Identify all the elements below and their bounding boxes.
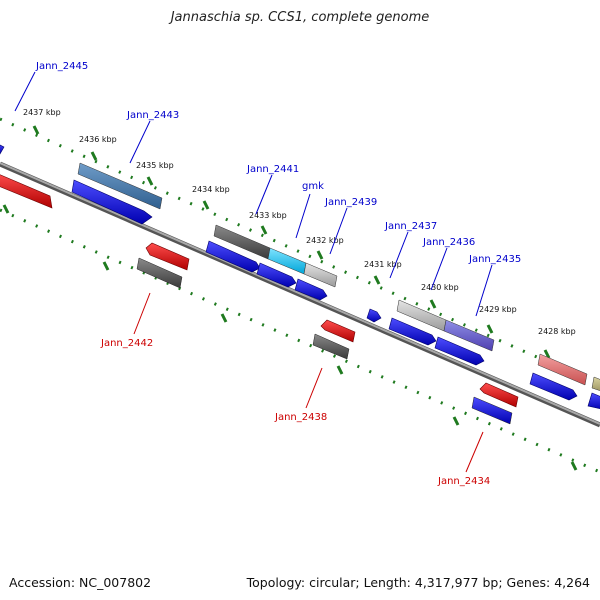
reverse-label-leaders bbox=[133, 292, 484, 473]
cds-forward-arrow[interactable] bbox=[529, 372, 578, 401]
gene-label-forward[interactable]: Jann_2445 bbox=[35, 61, 88, 72]
outer-tick-track bbox=[0, 117, 600, 387]
kbp-label: 2430 kbp bbox=[421, 283, 459, 292]
cds-forward-arrow[interactable] bbox=[205, 240, 261, 273]
gene-bar-jann-2439[interactable] bbox=[303, 262, 338, 288]
gene-label-forward[interactable]: Jann_2435 bbox=[468, 254, 521, 265]
kbp-label: 2434 kbp bbox=[192, 185, 230, 194]
gene-label-reverse[interactable]: Jann_2434 bbox=[437, 476, 490, 487]
inner-tick-track bbox=[0, 208, 600, 474]
gene-label-forward[interactable]: Jann_2439 bbox=[324, 197, 377, 208]
cds-forward-arrow[interactable] bbox=[0, 143, 5, 155]
gene-label-forward[interactable]: Jann_2437 bbox=[384, 221, 437, 232]
topology-text: Topology: circular; Length: 4,317,977 bp… bbox=[246, 575, 590, 590]
cds-forward-arrow[interactable] bbox=[434, 336, 485, 366]
kbp-major-ticks bbox=[2, 125, 578, 471]
gene-label-forward[interactable]: Jann_2436 bbox=[422, 237, 475, 248]
gene-bar-jann-2443[interactable] bbox=[77, 162, 163, 210]
cds-reverse-arrow[interactable] bbox=[479, 382, 519, 408]
map-title: Jannaschia sp. CCS1, complete genome bbox=[170, 10, 430, 25]
gene-label-forward[interactable]: gmk bbox=[302, 181, 324, 192]
cds-forward-arrow[interactable] bbox=[388, 317, 437, 346]
genome-backbone bbox=[0, 161, 600, 428]
cds-reverse-arrow[interactable] bbox=[0, 173, 53, 209]
cds-forward-arrow[interactable] bbox=[256, 262, 297, 288]
cds-forward-arrow[interactable] bbox=[366, 308, 382, 323]
gene-bar-jann-2434[interactable] bbox=[471, 396, 513, 425]
reverse-gene-features bbox=[136, 257, 513, 425]
kbp-label: 2437 kbp bbox=[23, 108, 61, 117]
kbp-label: 2435 kbp bbox=[136, 161, 174, 170]
gene-bar-jann-2438[interactable] bbox=[312, 333, 350, 360]
forward-gene-features bbox=[77, 162, 600, 392]
cds-forward-arrow[interactable] bbox=[71, 179, 153, 225]
gene-bar-jann-2436[interactable] bbox=[443, 319, 495, 352]
kbp-label: 2429 kbp bbox=[479, 305, 517, 314]
accession-text: Accession: NC_007802 bbox=[9, 575, 152, 590]
kbp-label: 2433 kbp bbox=[249, 211, 287, 220]
forward-label-leaders bbox=[14, 71, 493, 317]
gene-bar-edge[interactable] bbox=[591, 376, 600, 392]
kbp-label: 2432 kbp bbox=[306, 236, 344, 245]
gene-bar-jann-2442[interactable] bbox=[136, 257, 183, 289]
gene-label-forward[interactable]: Jann_2441 bbox=[246, 164, 299, 175]
gene-label-reverse[interactable]: Jann_2438 bbox=[274, 412, 327, 423]
cds-forward-arrow[interactable] bbox=[294, 278, 328, 301]
kbp-label: 2436 kbp bbox=[79, 135, 117, 144]
forward-cds-features bbox=[0, 143, 600, 410]
gene-label-forward[interactable]: Jann_2443 bbox=[126, 110, 179, 121]
reverse-cds-features bbox=[0, 173, 519, 408]
kbp-label: 2428 kbp bbox=[538, 327, 576, 336]
gene-bar-2428[interactable] bbox=[537, 353, 588, 386]
kbp-label: 2431 kbp bbox=[364, 260, 402, 269]
cds-reverse-arrow[interactable] bbox=[145, 242, 190, 271]
cds-forward-arrow[interactable] bbox=[587, 392, 600, 410]
cds-reverse-arrow[interactable] bbox=[320, 319, 356, 343]
gene-label-reverse[interactable]: Jann_2442 bbox=[100, 338, 153, 349]
